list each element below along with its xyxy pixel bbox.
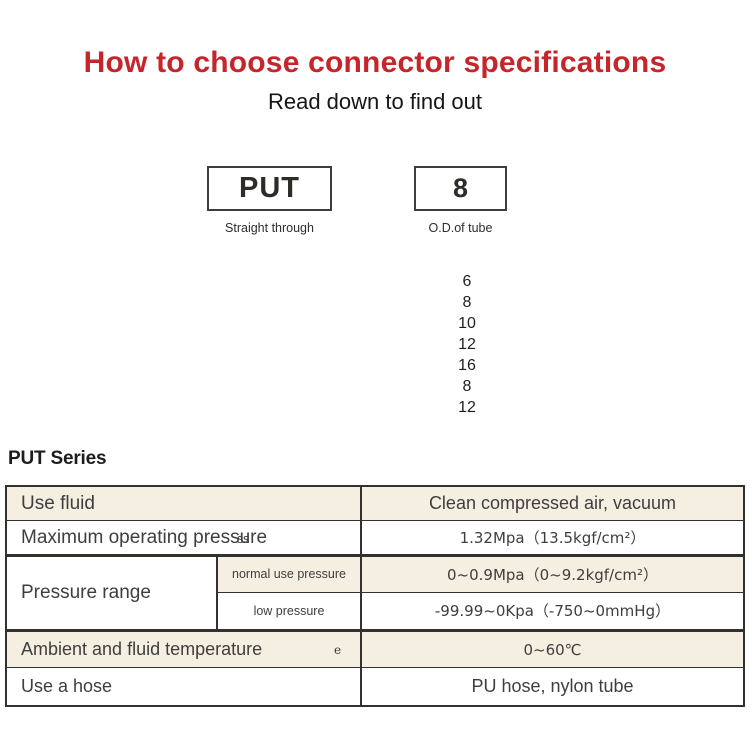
size-option: 8 xyxy=(462,294,472,311)
size-code-box: 8 xyxy=(414,166,507,211)
size-option: 12 xyxy=(458,399,476,416)
row-label: Pressure range xyxy=(7,557,218,629)
row-value: 1.32Mpa（13.5kgf/cm²） xyxy=(362,521,743,554)
size-code-label: O.D.of tube xyxy=(428,221,493,235)
row-value: Clean compressed air, vacuum xyxy=(362,487,743,520)
size-option: 8 xyxy=(462,378,472,395)
sub-row-label: low pressure xyxy=(218,592,362,629)
row-label: Maximum operating pressure xyxy=(7,521,362,554)
temperature-text-overlap-artifact: e xyxy=(334,643,342,657)
size-option: 12 xyxy=(458,336,476,353)
spec-table: Use fluid Clean compressed air, vacuum M… xyxy=(5,485,745,707)
table-row-pressure-range: Pressure range normal use pressure 0~0.9… xyxy=(7,557,743,632)
size-code: 8 xyxy=(452,173,469,203)
series-code-label: Straight through xyxy=(225,221,314,235)
sub-row-low-pressure: low pressure -99.99~0Kpa（-750~0mmHg） xyxy=(218,592,743,629)
table-row-hose: Use a hose PU hose, nylon tube xyxy=(7,668,743,705)
row-value: 0~60℃ xyxy=(362,632,743,667)
size-option: 16 xyxy=(458,357,476,374)
sub-row-label: normal use pressure xyxy=(218,557,362,592)
sub-row-normal-pressure: normal use pressure 0~0.9Mpa（0~9.2kgf/cm… xyxy=(218,557,743,593)
size-option: 6 xyxy=(462,273,472,290)
series-code-box: PUT xyxy=(207,166,332,211)
sub-row-value: -99.99~0Kpa（-750~0mmHg） xyxy=(362,592,743,629)
table-row-max-pressure: Maximum operating pressure 1.32Mpa（13.5k… xyxy=(7,521,743,557)
table-row-temperature: Ambient and fluid temperature 0~60℃ xyxy=(7,632,743,668)
row-value: PU hose, nylon tube xyxy=(362,668,743,705)
series-code: PUT xyxy=(239,172,300,204)
row-label: Use a hose xyxy=(7,668,362,705)
series-heading: PUT Series xyxy=(8,448,107,469)
row-label: Ambient and fluid temperature xyxy=(7,632,362,667)
page-subtitle: Read down to find out xyxy=(267,89,483,114)
table-row-use-fluid: Use fluid Clean compressed air, vacuum xyxy=(7,487,743,521)
row-label: Use fluid xyxy=(7,487,362,520)
pressure-text-overlap-artifact: ss xyxy=(237,531,250,546)
sub-row-value: 0~0.9Mpa（0~9.2kgf/cm²） xyxy=(362,557,743,592)
page-title: How to choose connector specifications xyxy=(83,46,667,79)
size-option: 10 xyxy=(458,315,476,332)
size-options-list: 6 8 10 12 16 8 12 xyxy=(417,271,517,418)
